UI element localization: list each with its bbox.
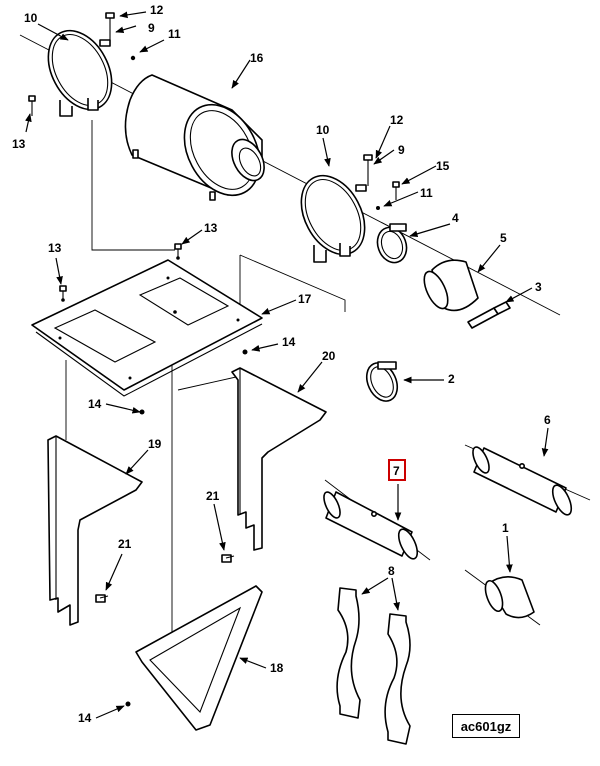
callout-4: 4 bbox=[452, 211, 459, 225]
callout-17: 17 bbox=[298, 292, 312, 306]
tube-7 bbox=[323, 491, 419, 560]
callout-9-right: 9 bbox=[398, 143, 405, 157]
callout-labels: 10 12 9 11 13 16 10 12 9 15 11 4 5 3 13 … bbox=[12, 3, 551, 725]
clamp-ring-left bbox=[47, 29, 113, 117]
callout-9-top: 9 bbox=[148, 21, 155, 35]
mounting-plate-17 bbox=[31, 256, 263, 397]
callout-11-top: 11 bbox=[168, 27, 181, 41]
callout-21-mid: 21 bbox=[206, 489, 220, 503]
highlight-box bbox=[388, 459, 406, 481]
bracket-19 bbox=[47, 435, 143, 626]
callout-20: 20 bbox=[322, 349, 336, 363]
sensor-3 bbox=[467, 301, 511, 329]
nut-11-right bbox=[376, 206, 380, 210]
elbow-1 bbox=[484, 576, 535, 619]
callout-14-left: 14 bbox=[88, 397, 102, 411]
strap-8-left bbox=[336, 587, 361, 719]
hose-clamp-2 bbox=[365, 361, 399, 402]
callout-5: 5 bbox=[500, 231, 507, 245]
nut-14-mid bbox=[242, 349, 248, 355]
nut-14-left bbox=[139, 409, 145, 415]
callout-14-mid: 14 bbox=[282, 335, 296, 349]
leader-lines bbox=[25, 11, 549, 719]
callout-1: 1 bbox=[502, 521, 509, 535]
callout-3: 3 bbox=[535, 280, 542, 294]
tube-6 bbox=[472, 446, 573, 516]
callout-15: 15 bbox=[436, 159, 450, 173]
bolt-12-right bbox=[363, 154, 373, 186]
callout-6: 6 bbox=[544, 413, 551, 427]
bracket-20 bbox=[231, 367, 327, 551]
callout-16: 16 bbox=[250, 51, 264, 65]
figure-id-label: ac601gz bbox=[452, 714, 520, 738]
callout-13-plate-right: 13 bbox=[204, 221, 218, 235]
nut-11-top bbox=[130, 55, 136, 61]
callout-8: 8 bbox=[388, 564, 395, 578]
callout-12-right: 12 bbox=[390, 113, 404, 127]
bolt-21-mid bbox=[221, 554, 235, 563]
callout-14-bottom: 14 bbox=[78, 711, 92, 725]
bolt-12-top bbox=[105, 12, 115, 40]
elbow-5 bbox=[423, 259, 479, 312]
callout-12-top: 12 bbox=[150, 3, 164, 17]
air-cleaner-body bbox=[124, 74, 265, 201]
callout-18: 18 bbox=[270, 661, 284, 675]
hose-clamp-4 bbox=[376, 223, 408, 264]
callout-2: 2 bbox=[448, 372, 455, 386]
callout-21-left: 21 bbox=[118, 537, 132, 551]
clamp-ring-right bbox=[300, 174, 367, 263]
strap-8-right bbox=[384, 613, 411, 745]
bracket-18 bbox=[135, 585, 263, 731]
bolt-15 bbox=[392, 181, 400, 200]
bolt-21-left bbox=[95, 594, 109, 603]
callout-11-right: 11 bbox=[420, 186, 433, 200]
callout-7: 7 bbox=[393, 464, 400, 478]
bolt-13-left bbox=[28, 95, 36, 116]
bolts-13-plate bbox=[59, 243, 182, 300]
callout-13-plate-left: 13 bbox=[48, 241, 62, 255]
nut-14-bottom bbox=[125, 701, 131, 707]
callout-13-left: 13 bbox=[12, 137, 26, 151]
callout-19: 19 bbox=[148, 437, 162, 451]
callout-10-top: 10 bbox=[24, 11, 38, 25]
callout-10-right: 10 bbox=[316, 123, 330, 137]
